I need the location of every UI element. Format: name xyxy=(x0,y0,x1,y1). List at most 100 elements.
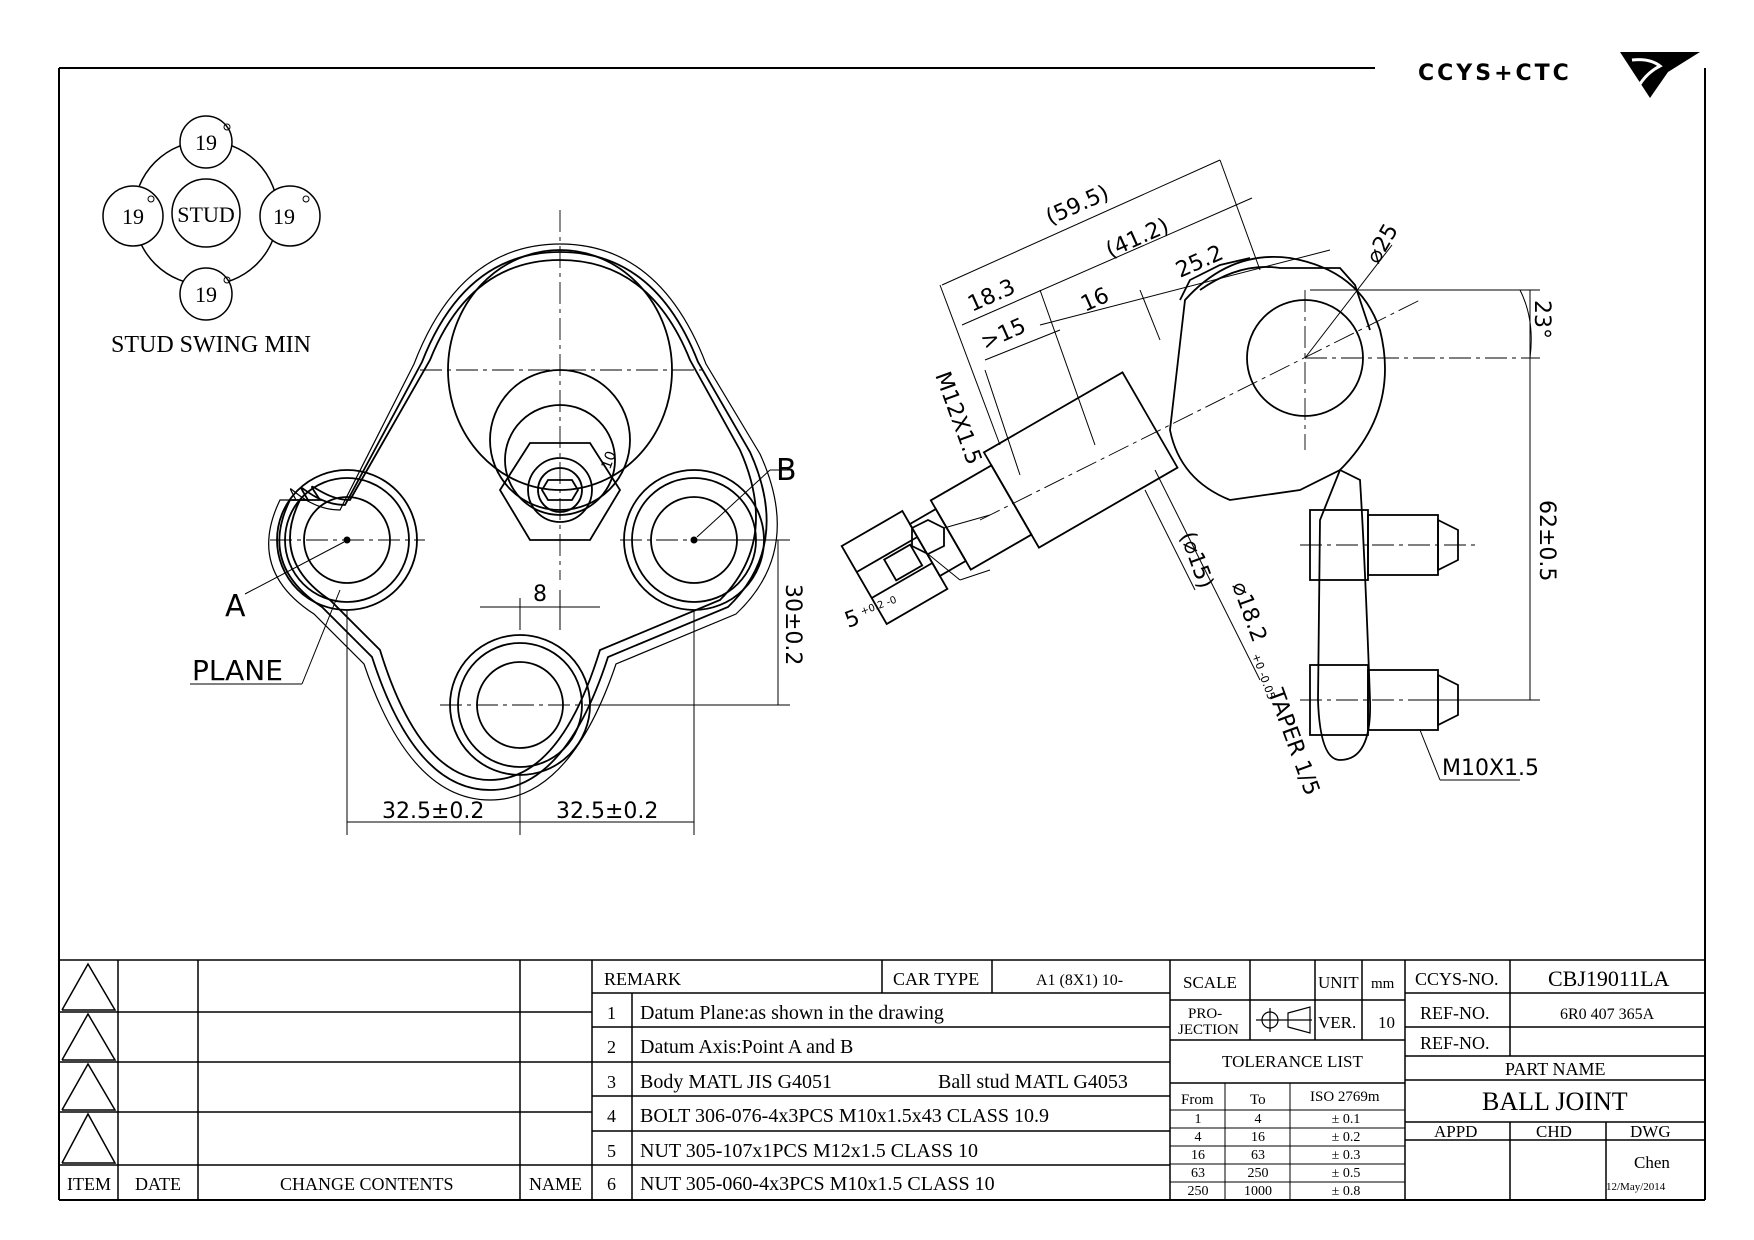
tol-value-5: ± 0.8 xyxy=(1332,1184,1361,1199)
tol-to-3: 63 xyxy=(1251,1148,1265,1163)
thread-stud: M12X1.5 xyxy=(929,369,986,469)
swing-circle-left xyxy=(102,185,164,247)
plane-label: PLANE xyxy=(192,654,283,687)
taper-label: TAPER 1/5 xyxy=(1262,685,1324,799)
company-logo: CCYS+CTC xyxy=(1418,52,1700,98)
ccys-no-value: CBJ19011LA xyxy=(1548,966,1670,991)
title-block-grid xyxy=(59,959,1705,1200)
remark-text-2: Datum Axis:Point A and B xyxy=(640,1036,853,1058)
part-name-value: BALL JOINT xyxy=(1482,1087,1628,1116)
tol-to-5: 1000 xyxy=(1244,1184,1272,1199)
projection-label-2: JECTION xyxy=(1178,1022,1239,1038)
side-view xyxy=(840,256,1459,761)
tol-header-std: ISO 2769m xyxy=(1310,1089,1380,1105)
ref-no-label: REF-NO. xyxy=(1420,1003,1490,1023)
dia-ball-25: ⌀25 xyxy=(1362,220,1404,268)
sheet-border xyxy=(58,67,1706,1201)
appd-label: APPD xyxy=(1434,1122,1477,1141)
drawing-date: 12/May/2014 xyxy=(1606,1181,1666,1193)
car-type-label: CAR TYPE xyxy=(893,969,979,989)
front-view xyxy=(268,243,778,801)
tol-value-4: ± 0.5 xyxy=(1332,1166,1361,1181)
remark-header: REMARK xyxy=(604,969,681,989)
rev-header-change: CHANGE CONTENTS xyxy=(280,1174,454,1194)
remark-text-4: BOLT 306-076-4x3PCS M10x1.5x43 CLASS 10.… xyxy=(640,1105,1049,1127)
swing-title: STUD SWING MIN xyxy=(111,332,311,358)
hex-end-view xyxy=(911,518,945,556)
dim-offset-8: 8 xyxy=(533,582,547,607)
point-a-label: A xyxy=(225,589,246,624)
ccys-no-label: CCYS-NO. xyxy=(1415,969,1499,989)
part-name-label: PART NAME xyxy=(1505,1059,1605,1079)
tol-to-2: 16 xyxy=(1251,1130,1265,1145)
swing-center-label: STUD xyxy=(177,202,234,227)
dim-height-30: 30±0.2 xyxy=(780,584,805,665)
projection-label-1: PRO- xyxy=(1188,1006,1222,1022)
plate-outline xyxy=(289,259,757,781)
tol-value-3: ± 0.3 xyxy=(1332,1148,1361,1163)
dim-62: 62±0.5 xyxy=(1534,500,1559,581)
logo-mark-icon xyxy=(1620,52,1700,98)
ref-no-2-label: REF-NO. xyxy=(1420,1033,1490,1053)
chd-label: CHD xyxy=(1536,1122,1572,1141)
logo-text: CCYS+CTC xyxy=(1418,61,1572,86)
ver-value: 10 xyxy=(1378,1013,1395,1032)
projection-symbol-icon xyxy=(1256,1006,1312,1034)
dim-25-2: 25.2 xyxy=(1172,241,1227,284)
housing xyxy=(1169,256,1386,501)
dim-right-32-5: 32.5±0.2 xyxy=(556,799,658,824)
tol-from-5: 250 xyxy=(1188,1184,1209,1199)
remark-text-1: Datum Plane:as shown in the drawing xyxy=(640,1002,944,1024)
remark-no-6: 6 xyxy=(607,1174,616,1194)
dim-left-32-5: 32.5±0.2 xyxy=(382,799,484,824)
unit-label: UNIT xyxy=(1318,973,1359,992)
scale-label: SCALE xyxy=(1183,973,1237,992)
remark-no-1: 1 xyxy=(607,1003,616,1023)
remark-no-3: 3 xyxy=(607,1072,616,1092)
hex-size-label: 10 xyxy=(599,449,620,471)
dim-16: 16 xyxy=(1077,283,1113,317)
rev-header-name: NAME xyxy=(529,1174,582,1194)
swing-circle-bottom xyxy=(179,267,233,321)
remark-no-4: 4 xyxy=(607,1106,616,1126)
tol-from-2: 4 xyxy=(1195,1130,1202,1145)
remark-text-3b: Ball stud MATL G4053 xyxy=(938,1071,1128,1093)
drawer-name: Chen xyxy=(1634,1153,1670,1172)
thread-bolt: M10X1.5 xyxy=(1442,756,1539,781)
dwg-label: DWG xyxy=(1630,1122,1671,1141)
ref-no-value: 6R0 407 365A xyxy=(1560,1006,1655,1023)
angle-23: 23° xyxy=(1529,300,1554,339)
tol-from-4: 63 xyxy=(1191,1166,1205,1181)
tol-header-from: From xyxy=(1181,1092,1214,1108)
car-type-value: A1 (8X1) 10- xyxy=(1036,972,1123,989)
revision-triangles xyxy=(61,962,117,1164)
remark-no-5: 5 xyxy=(607,1141,616,1161)
remark-text-5: NUT 305-107x1PCS M12x1.5 CLASS 10 xyxy=(640,1140,978,1162)
dia-18-2: ⌀18.2 xyxy=(1226,579,1271,646)
unit-value: mm xyxy=(1371,976,1395,992)
ver-label: VER. xyxy=(1318,1013,1356,1032)
hex-dim-tol: +0.2 -0 xyxy=(859,595,898,618)
rev-header-item: ITEM xyxy=(67,1174,111,1194)
tol-from-1: 1 xyxy=(1195,1112,1202,1127)
remark-text-6: NUT 305-060-4x3PCS M10x1.5 CLASS 10 xyxy=(640,1173,995,1195)
tol-to-1: 4 xyxy=(1255,1112,1262,1127)
stud-swing-diagram xyxy=(102,115,321,321)
swing-circle-right xyxy=(259,185,321,247)
tol-from-3: 16 xyxy=(1191,1148,1205,1163)
tol-value-2: ± 0.2 xyxy=(1332,1130,1361,1145)
swing-bottom-value: 19 xyxy=(195,282,217,307)
stud-nut xyxy=(840,509,949,626)
dim-gt-15: >15 xyxy=(977,314,1030,356)
rev-header-date: DATE xyxy=(135,1174,181,1194)
point-b-label: B xyxy=(776,453,797,488)
tol-value-1: ± 0.1 xyxy=(1332,1112,1361,1127)
tol-to-4: 250 xyxy=(1248,1166,1269,1181)
stud-hex-nut xyxy=(498,442,622,541)
dim-59-5: (59.5) xyxy=(1042,181,1113,231)
remark-text-3: Body MATL JIS G4051 xyxy=(640,1071,832,1093)
tol-header-to: To xyxy=(1250,1092,1266,1108)
swing-left-value: 19 xyxy=(122,204,144,229)
dim-41-2: (41.2) xyxy=(1102,214,1173,264)
